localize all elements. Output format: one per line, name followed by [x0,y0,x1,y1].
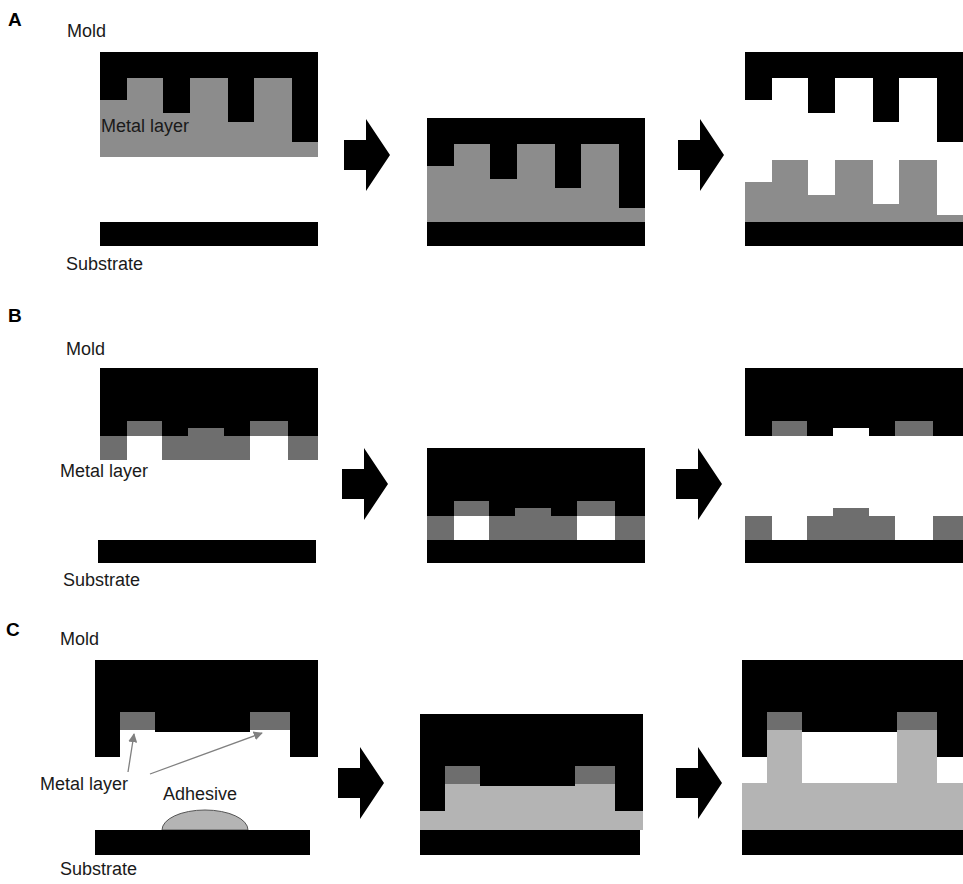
mold-tooth [162,421,250,436]
metal-layer [427,144,645,222]
metal-layer [100,78,318,157]
step-arrow [676,747,722,819]
mold [100,368,318,421]
substrate [98,540,316,563]
transferred-metal [833,508,869,516]
adhesive-layer [420,766,643,830]
metal-layer [489,516,577,540]
mold [745,52,963,142]
substrate [745,222,963,246]
transferred-metal [767,712,802,730]
part-label: Metal layer [101,117,189,137]
adhesive-drop [162,810,248,830]
metal-layer [100,436,127,460]
part-label: Substrate [63,571,140,591]
metal-layer [250,712,290,730]
metal-layer [772,421,807,436]
part-label: Mold [67,22,106,42]
leader-line [150,733,262,774]
substrate [745,540,963,563]
metal-layer [250,421,288,436]
panel-letter: A [8,10,22,31]
metal-layer [895,421,933,436]
metal-layer [120,712,155,730]
leader-line [128,734,134,772]
mold [427,448,645,501]
panel-letter: B [8,306,22,327]
panel-letter: C [6,620,20,641]
adhesive-layer [742,783,963,830]
mold-notch [833,428,869,436]
substrate [420,830,640,855]
mold-tooth [420,766,445,811]
part-label: Mold [66,340,105,360]
step-arrow [342,448,388,520]
mold-tooth [95,712,120,757]
mold-tooth [427,501,454,516]
part-label: Mold [60,630,99,650]
mold-tooth [615,501,645,516]
transferred-metal [807,516,895,540]
mold [420,714,643,766]
process-drawing [95,52,963,855]
mold-tooth [290,712,318,757]
metal-layer [577,501,615,516]
transferred-metal [897,712,937,730]
metal-layer [127,421,162,436]
part-label: Adhesive [163,785,237,805]
substrate [427,540,645,563]
metal-layer [575,766,615,784]
step-arrow [338,747,384,819]
mold-tooth [802,712,897,732]
metal-layer [427,516,454,540]
metal-layer [288,436,318,460]
mold-tooth [807,421,895,436]
mold-notch [515,508,551,516]
part-label: Metal layer [40,775,128,795]
metal-layer [454,501,489,516]
step-arrow [676,448,722,520]
mold-tooth [480,766,575,786]
mold-tooth [615,766,643,811]
mold [427,118,645,208]
adhesive-pillar [767,730,802,783]
substrate [742,830,963,855]
mold [742,660,963,712]
step-arrow [678,119,724,191]
substrate [427,222,645,246]
mold-tooth [489,501,577,516]
mold-tooth [742,712,767,757]
mold [95,660,318,712]
metal-layer [445,766,480,784]
mold-tooth [100,421,127,436]
mold [745,368,963,421]
adhesive-pillar [897,730,937,783]
mold-tooth [933,421,963,436]
metal-layer [615,516,645,540]
transferred-metal [933,516,963,540]
mold [100,52,318,142]
substrate [100,222,318,246]
mold-tooth [937,712,963,757]
mold-tooth [155,712,250,732]
mold-tooth [745,421,772,436]
substrate [95,830,310,855]
imprinted-metal [745,160,963,222]
part-label: Substrate [60,860,137,880]
metal-layer [162,436,250,460]
part-label: Substrate [66,255,143,275]
step-arrow [344,119,390,191]
mold-notch [188,428,224,436]
transferred-metal [745,516,772,540]
mold-tooth [288,421,318,436]
part-label: Metal layer [60,462,148,482]
